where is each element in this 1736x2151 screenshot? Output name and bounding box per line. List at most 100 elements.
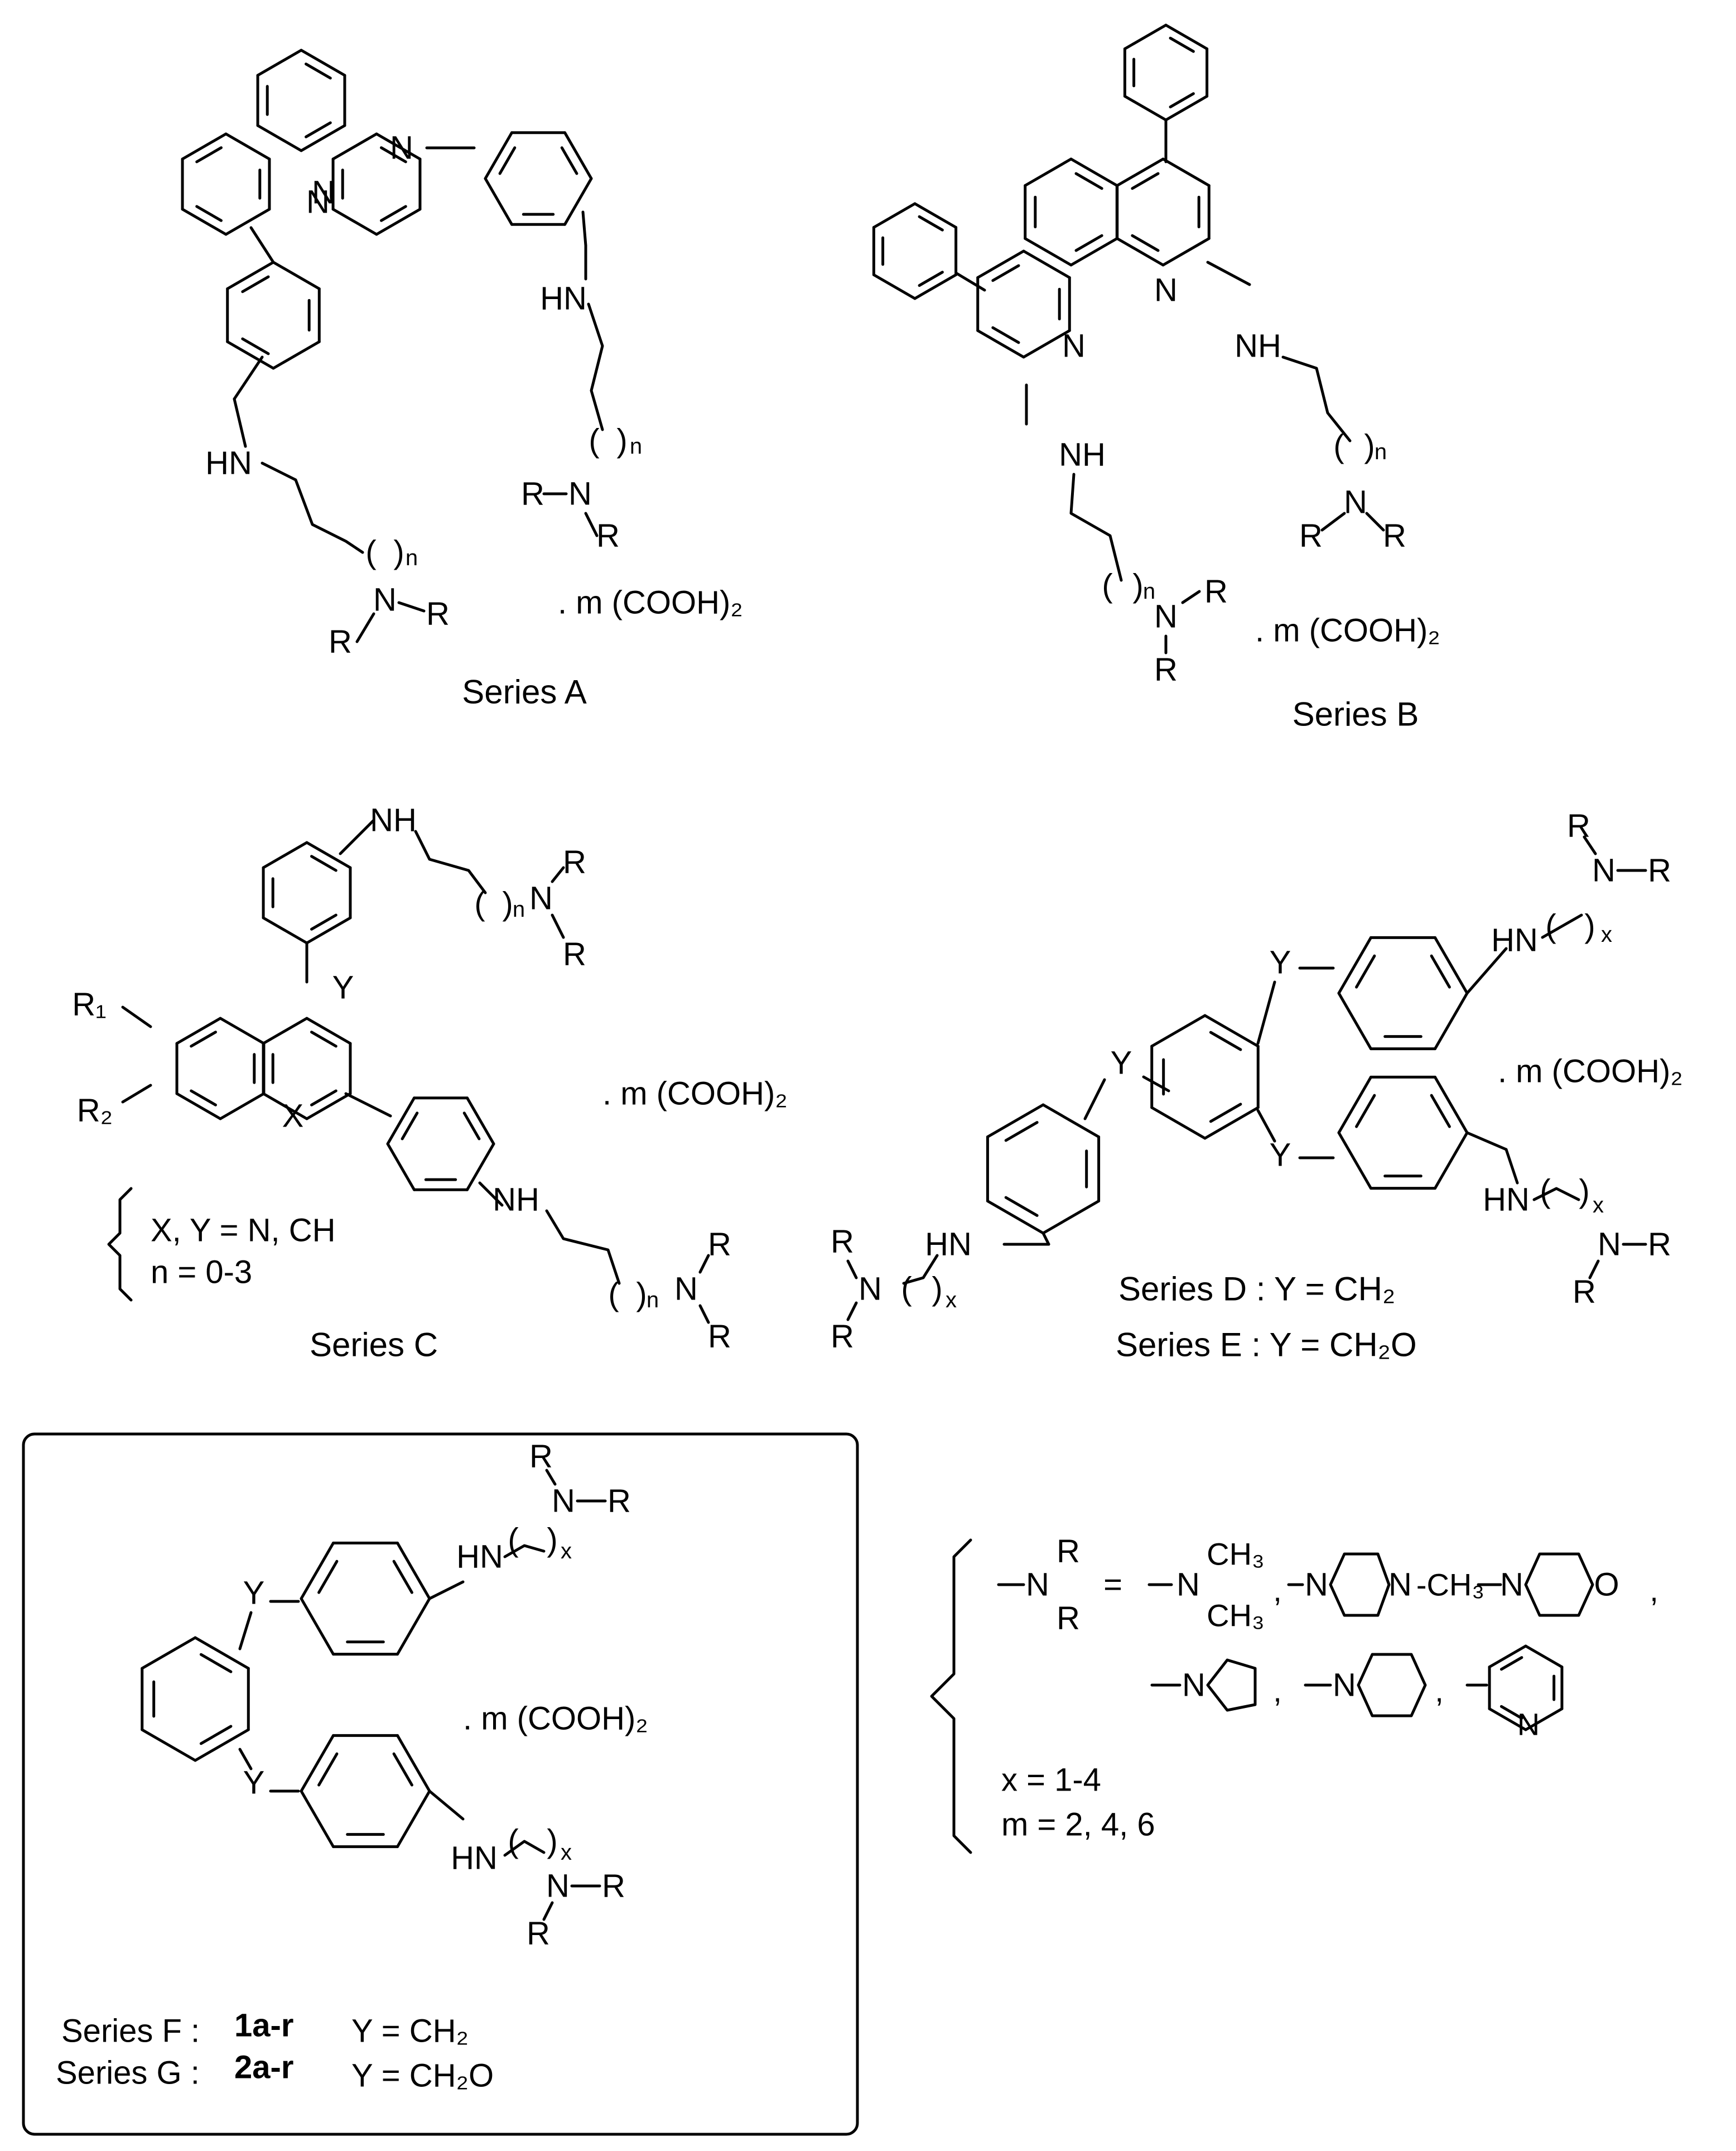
aryl-ring-de-1 <box>1337 936 1469 1051</box>
ring-bond <box>563 131 593 180</box>
n-r-bond <box>1583 835 1597 855</box>
salt-label-c: . m (COOH)₂ <box>602 1076 788 1112</box>
alkyl-chain-b-left <box>1069 473 1123 582</box>
n-r-bond <box>355 612 375 643</box>
ring-bond <box>1164 95 1209 122</box>
ring-bond <box>305 916 352 945</box>
repeat-subscript: x <box>1601 922 1612 947</box>
paren-close: ) <box>932 1271 942 1307</box>
ring-double-bond <box>1004 1196 1039 1217</box>
condition-brace <box>107 1187 133 1302</box>
paren-open: ( <box>508 1823 518 1860</box>
repeat-subscript: x <box>561 1840 572 1865</box>
salt-label-a: . m (COOH)₂ <box>558 585 743 621</box>
ch2-link <box>428 1789 465 1821</box>
ring-double-bond <box>1074 172 1103 190</box>
ring-bond <box>1524 1707 1564 1731</box>
generic-r1: R <box>1057 1533 1080 1570</box>
phenyl-left <box>872 202 958 300</box>
ring-double-bond <box>1074 234 1103 252</box>
alkyl-chain-de-1 <box>1541 913 1583 939</box>
series-b-label: Series B <box>1293 696 1419 733</box>
ring-bond <box>262 841 308 869</box>
ring-bond <box>300 1597 335 1656</box>
n-r-bond <box>1588 1259 1600 1279</box>
ring-bond <box>262 1092 308 1120</box>
paren-close: ) <box>1579 1173 1589 1210</box>
morpholine-o: O <box>1594 1567 1619 1603</box>
ring-bond <box>386 1096 416 1146</box>
ring-bond <box>194 1636 250 1670</box>
paren-close: ) <box>393 535 404 571</box>
alkyl-chain-fg-2 <box>503 1840 546 1857</box>
amine-nh-label: HN <box>1483 1182 1530 1218</box>
ring-bond <box>1434 992 1469 1051</box>
ring-double-bond <box>310 1089 337 1106</box>
ring-double-bond <box>1004 1121 1039 1142</box>
benzyl-ch2 <box>233 397 247 448</box>
repeat-subscript: x <box>946 1288 957 1312</box>
r-group-label: R <box>1299 518 1323 554</box>
phen-n-right: N <box>312 175 335 211</box>
phen-n-left: N <box>306 184 330 220</box>
y-atom-de-3: Y <box>1270 1137 1291 1173</box>
y-bond <box>1256 980 1276 1045</box>
ring-bond <box>331 208 378 236</box>
r-group-label: R <box>1648 1226 1671 1263</box>
ring-bond <box>1116 157 1165 187</box>
ring-bond <box>1337 992 1372 1051</box>
ring-double-bond <box>241 337 270 355</box>
ring-bond <box>986 1103 1045 1138</box>
paren-close: ) <box>616 423 627 459</box>
ring-double-bond <box>380 205 407 222</box>
ring-double-bond <box>1499 1705 1523 1720</box>
amine-nh-label: HN <box>451 1840 498 1876</box>
y-atom-de-1: Y <box>1270 945 1291 981</box>
ring-bond <box>484 131 513 180</box>
ring-bond <box>1161 157 1211 187</box>
alkyl-chain-c-bottom <box>545 1209 621 1285</box>
phen-ring-left-b <box>976 249 1071 359</box>
paren-open: ( <box>365 535 376 571</box>
r-group-label: R <box>1573 1274 1596 1310</box>
ring-bond <box>1524 1644 1564 1668</box>
ring-double-bond <box>392 1752 413 1787</box>
ring-bond <box>1024 237 1073 267</box>
repeat-subscript: x <box>561 1539 572 1563</box>
r-group-label: R <box>1648 853 1671 889</box>
paren-close: ) <box>547 1522 557 1558</box>
ch2-link <box>478 1181 504 1207</box>
amine-nh-label: HN <box>540 281 587 317</box>
r2-label: R₂ <box>77 1093 113 1129</box>
ch2-link <box>1465 1131 1508 1151</box>
amine-nh-label: NH <box>1059 437 1106 473</box>
r-group-label: R <box>607 1483 631 1519</box>
r-group-label: R <box>596 518 620 554</box>
ring-bond <box>1164 23 1209 50</box>
pyridine-n: N <box>1517 1707 1540 1742</box>
ring-bond <box>1069 157 1118 187</box>
phen-n-b2: N <box>1062 328 1086 364</box>
ring-bond <box>375 132 422 161</box>
ring-bond <box>466 1096 495 1146</box>
paren-open: ( <box>508 1522 518 1558</box>
amine-n-label: N <box>1592 853 1616 889</box>
amine-n-label: N <box>552 1483 575 1519</box>
n-methyl-label: -CH₃ <box>1416 1567 1484 1603</box>
comma-4: , <box>1435 1673 1444 1709</box>
r-group-label: R <box>527 1916 550 1952</box>
paren-open: ( <box>589 423 599 459</box>
ring-double-bond <box>1131 172 1160 190</box>
methyl-2: CH₃ <box>1207 1598 1265 1633</box>
ring-bond <box>141 1728 197 1762</box>
ring-double-bond <box>401 1111 419 1141</box>
phen-ring-right <box>331 132 422 236</box>
ring-bond <box>1041 1200 1101 1235</box>
ring-double-bond <box>195 205 223 222</box>
ring-bond <box>1069 237 1118 267</box>
amine-n-label: N <box>1154 599 1178 635</box>
ring-bond <box>1337 1075 1372 1134</box>
y-bond <box>1083 1078 1106 1120</box>
ring-double-bond <box>310 1031 337 1048</box>
